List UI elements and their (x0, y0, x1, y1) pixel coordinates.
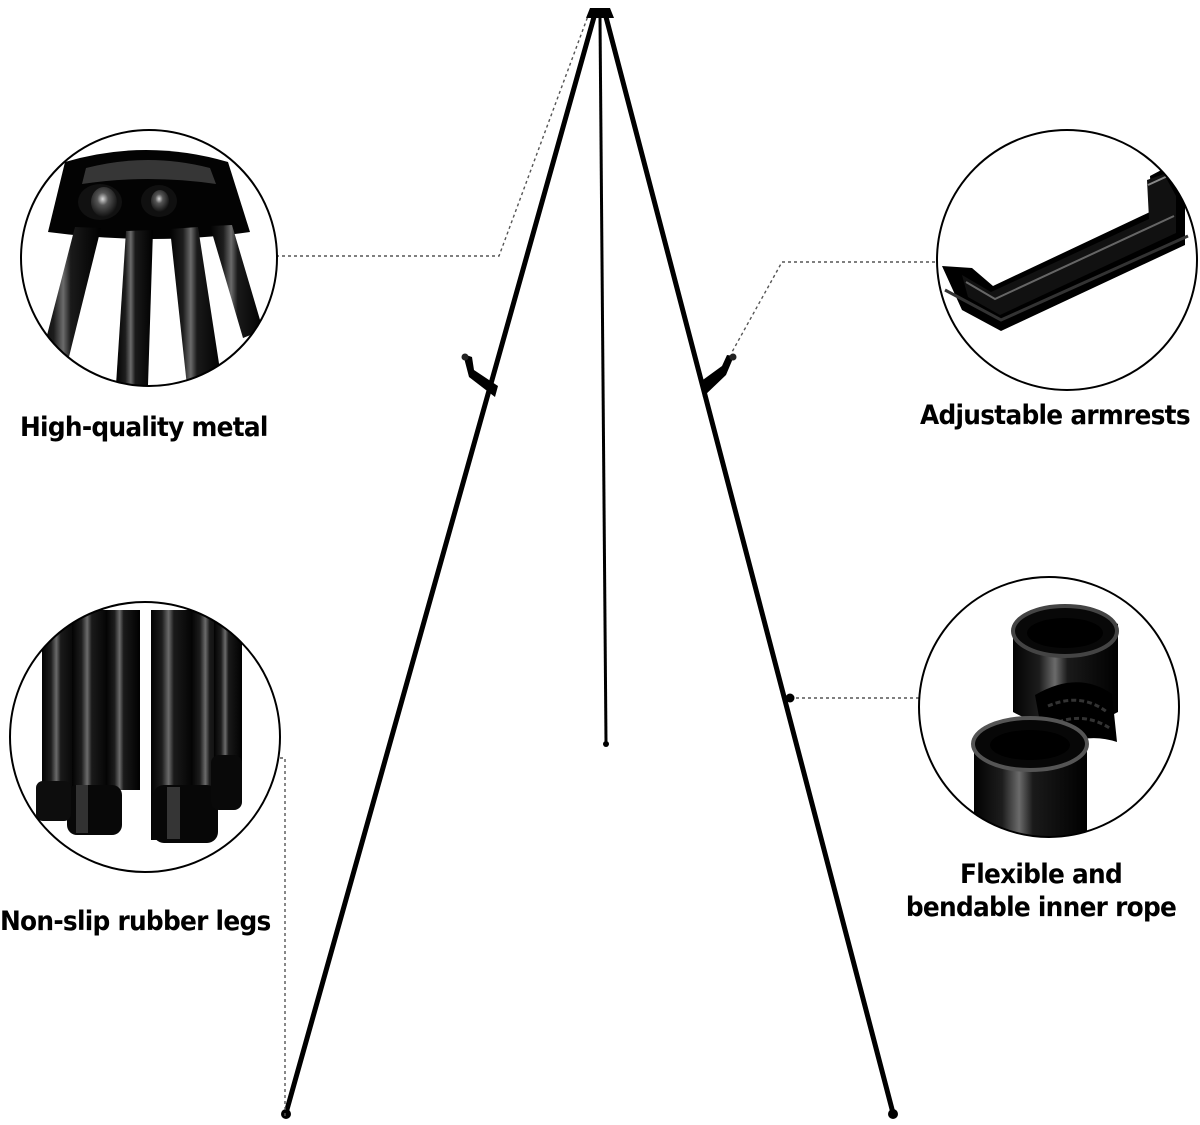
feature-label-non-slip-rubber-legs: Non-slip rubber legs (0, 906, 271, 937)
inner-rope-closeup (918, 576, 1180, 838)
feature-label-flexible-inner-rope: Flexible and bendable inner rope (905, 859, 1177, 923)
armrest-closeup (936, 129, 1198, 391)
right-foot-icon (888, 1109, 898, 1119)
rubber-feet-closeup (9, 601, 281, 873)
center-foot-icon (603, 741, 609, 747)
right-armrest-icon (700, 353, 737, 397)
left-foot-icon (281, 1109, 291, 1119)
metal-joint-closeup (20, 129, 278, 387)
easel-right-leg (603, 14, 896, 1116)
easel-center-leg (598, 17, 608, 744)
callout-line-top-left (276, 15, 589, 257)
left-armrest-icon (461, 353, 498, 397)
easel (281, 8, 898, 1119)
feature-label-high-quality-metal: High-quality metal (20, 412, 268, 443)
easel-left-leg (283, 14, 597, 1116)
easel-top-cap-icon (586, 8, 614, 18)
feature-label-adjustable-armrests: Adjustable armrests (920, 400, 1191, 431)
callout-dot-icon (785, 693, 795, 703)
callout-line-top-right (731, 261, 935, 353)
callout-line-bottom-left (270, 757, 286, 1116)
